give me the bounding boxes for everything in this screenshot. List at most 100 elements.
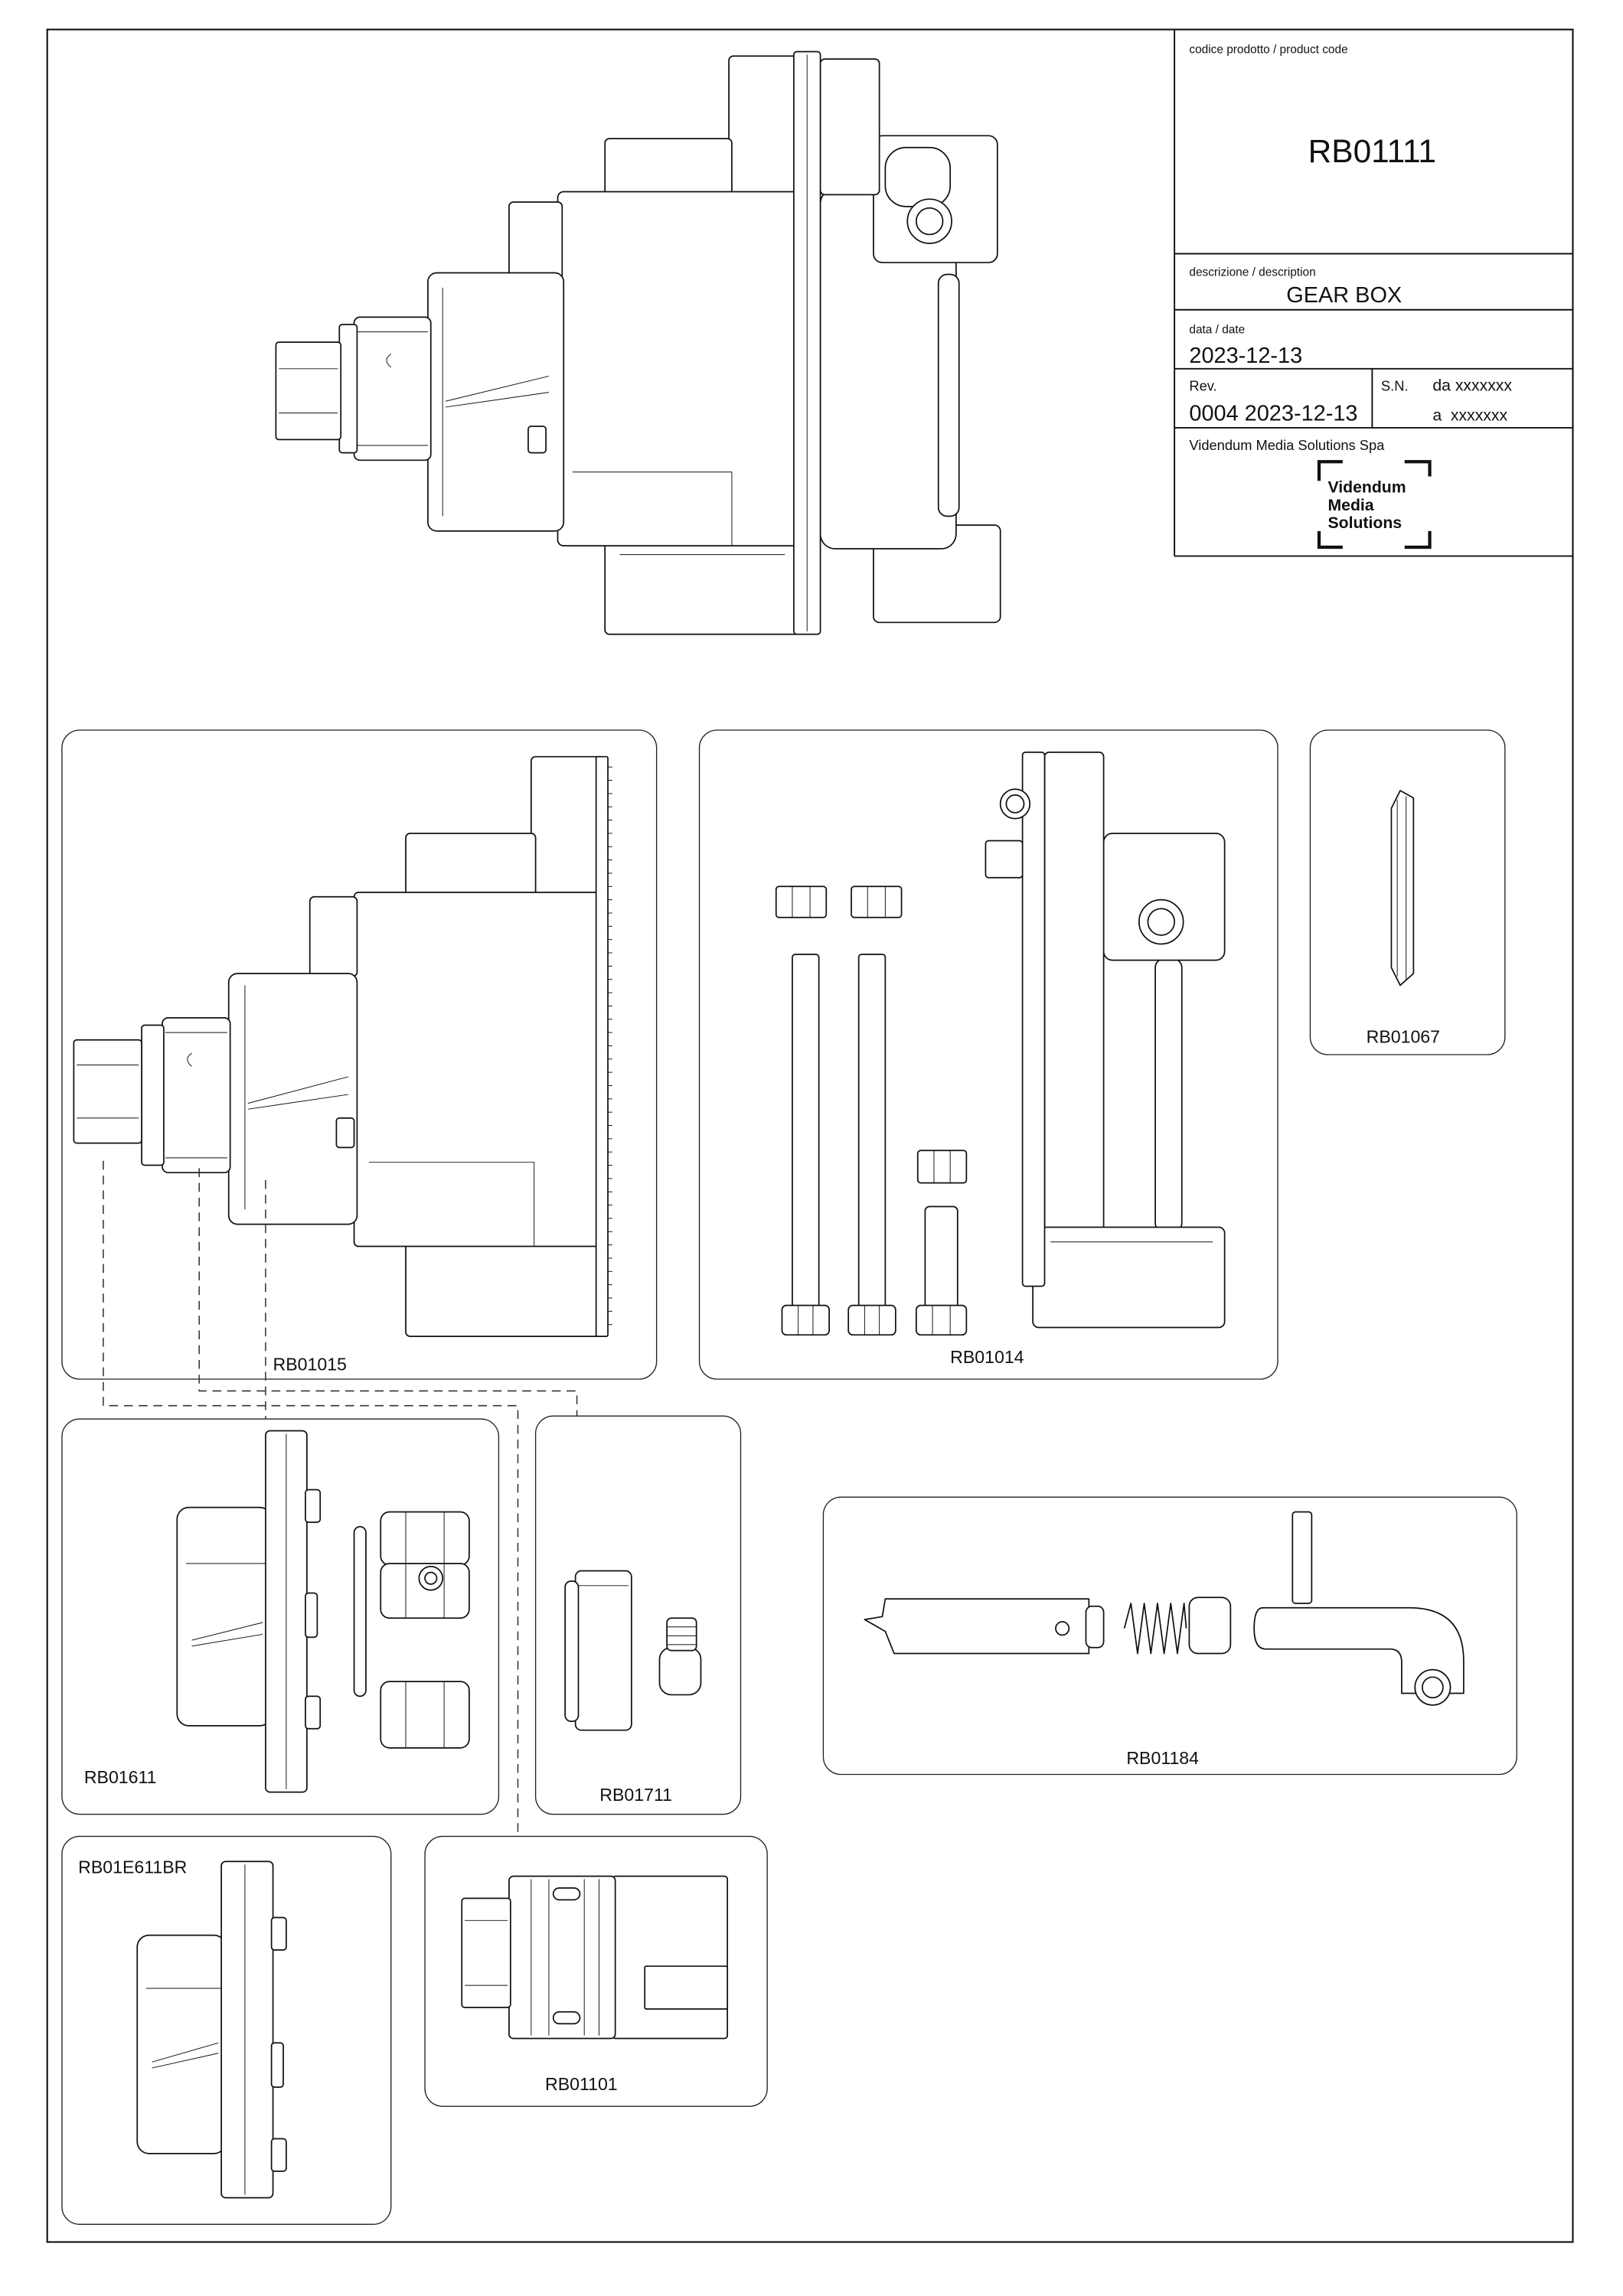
part-code-label: RB01E611BR <box>78 1857 187 1877</box>
front-housing <box>227 973 358 1225</box>
housing-knob <box>985 840 1024 879</box>
rev-label: Rev. <box>1189 378 1216 394</box>
long-bolt-1-shank <box>792 954 820 1309</box>
description: GEAR BOX <box>1286 283 1402 308</box>
wedge-upper <box>191 1622 263 1641</box>
latch-pin <box>864 1598 1090 1655</box>
hex-nut-upper <box>380 1511 470 1566</box>
housing-bulge <box>1154 957 1183 1233</box>
adapter-block <box>611 1875 729 2040</box>
logo-bracket-top-right <box>1404 460 1432 477</box>
spacer-drum <box>574 1570 632 1731</box>
part-panel-rb01014: RB01014 <box>698 729 1278 1380</box>
part-panel-rb01101: RB01101 <box>424 1835 768 2107</box>
rb01e611br-drawing <box>136 1861 287 2199</box>
housing-boss-inner <box>1005 794 1025 814</box>
leader-line-to-rb01711 <box>198 1168 578 1417</box>
wedge-lower <box>445 392 550 408</box>
short-bolt-shank <box>924 1205 958 1309</box>
gearbox-assembly-drawing <box>275 51 1001 635</box>
product-code: RB01111 <box>1308 133 1436 169</box>
part-code-label: RB01711 <box>599 1785 672 1805</box>
shaft-slot-top <box>552 1887 581 1901</box>
front-housing <box>427 272 565 532</box>
elbow-tube <box>884 146 952 207</box>
o-ring-rod <box>353 1525 367 1698</box>
plate-knob-bottom <box>270 2138 287 2172</box>
long-bolt-1-head <box>781 1304 830 1336</box>
vertical-pin <box>1292 1511 1313 1604</box>
elbow-bore-inner <box>1147 908 1175 936</box>
latch-pin-hole <box>1055 1621 1070 1636</box>
handle-end-inner <box>1422 1676 1444 1699</box>
part-code-label: RB01067 <box>1367 1027 1440 1047</box>
housing-step <box>309 895 358 977</box>
main-body <box>557 191 801 546</box>
housing-flange <box>1021 752 1046 1287</box>
shaft-slot-bottom <box>552 2011 581 2025</box>
housing-step <box>508 201 563 280</box>
plate-knob-mid <box>270 2042 284 2088</box>
rb01067-drawing <box>1390 790 1415 987</box>
long-bolt-2-shank <box>857 954 887 1309</box>
panel-frame <box>1309 729 1506 1055</box>
spring-collar <box>1188 1596 1232 1655</box>
logo-bracket-top-left <box>1317 460 1343 481</box>
rb01101-drawing <box>461 1875 729 2040</box>
title-block: codice prodotto / product code RB01111 d… <box>1174 29 1573 557</box>
wedge-upper <box>247 1076 348 1104</box>
housing-body <box>1043 752 1105 1233</box>
main-body-step <box>572 471 733 546</box>
housing-knob <box>335 1117 355 1149</box>
date-label: data / date <box>1189 324 1245 337</box>
part-panel-rb01711: RB01711 <box>534 1415 742 1815</box>
elbow-bore-inner <box>915 207 944 236</box>
hex-nut-single <box>380 1681 470 1749</box>
compression-spring <box>1123 1603 1187 1655</box>
top-block <box>405 833 537 899</box>
right-bulge <box>937 273 960 517</box>
company-name: Videndum Media Solutions Spa <box>1189 437 1385 453</box>
wedge-lower <box>247 1094 348 1110</box>
serial-number-from: da xxxxxxx <box>1432 377 1512 395</box>
rb01611-drawing <box>176 1430 470 1793</box>
plate-knob-top <box>270 1916 287 1951</box>
housing-knob <box>527 426 547 454</box>
spacer-clip <box>564 1580 580 1722</box>
plate-knob-mid <box>305 1592 318 1639</box>
part-code-label: RB01611 <box>84 1767 157 1787</box>
wedge-upper <box>152 2042 219 2063</box>
logo-bracket-bottom-left <box>1317 530 1343 550</box>
panel-frame <box>424 1835 768 2107</box>
set-screw-head <box>666 1617 697 1652</box>
l-handle <box>1253 1606 1465 1694</box>
hex-drive <box>73 1039 142 1144</box>
logo-line-3: Solutions <box>1328 514 1403 532</box>
product-code-label: codice prodotto / product code <box>1189 43 1347 56</box>
panel-frame <box>61 1835 392 2226</box>
part-panel-rb01184: RB01184 <box>822 1496 1517 1776</box>
long-bolt-2-head <box>847 1304 896 1336</box>
panel-frame <box>698 729 1278 1380</box>
collar-mark <box>386 354 392 368</box>
hex-nut-3 <box>916 1150 968 1184</box>
panel-frame <box>534 1415 742 1815</box>
rb01184-drawing <box>864 1511 1465 1706</box>
housing-plate <box>220 1861 274 2199</box>
wedge-lower <box>152 2053 219 2069</box>
assembly-leader-lines <box>103 1160 578 1837</box>
wedge-lower <box>191 1633 263 1647</box>
rb01014-drawing <box>775 752 1226 1336</box>
part-panel-rb01015: RB01015 <box>61 729 658 1380</box>
part-code-label: RB01101 <box>545 2074 618 2094</box>
date-value: 2023-12-13 <box>1189 344 1302 368</box>
part-code-label: RB01015 <box>273 1354 347 1374</box>
shaft-ring <box>141 1024 165 1166</box>
leader-line-to-rb01101 <box>103 1160 519 1837</box>
retaining-ring <box>1390 790 1415 987</box>
right-top-block <box>819 58 880 196</box>
bottom-block <box>405 1238 607 1337</box>
logo-line-2: Media <box>1328 497 1374 514</box>
rb01711-drawing <box>564 1570 702 1731</box>
